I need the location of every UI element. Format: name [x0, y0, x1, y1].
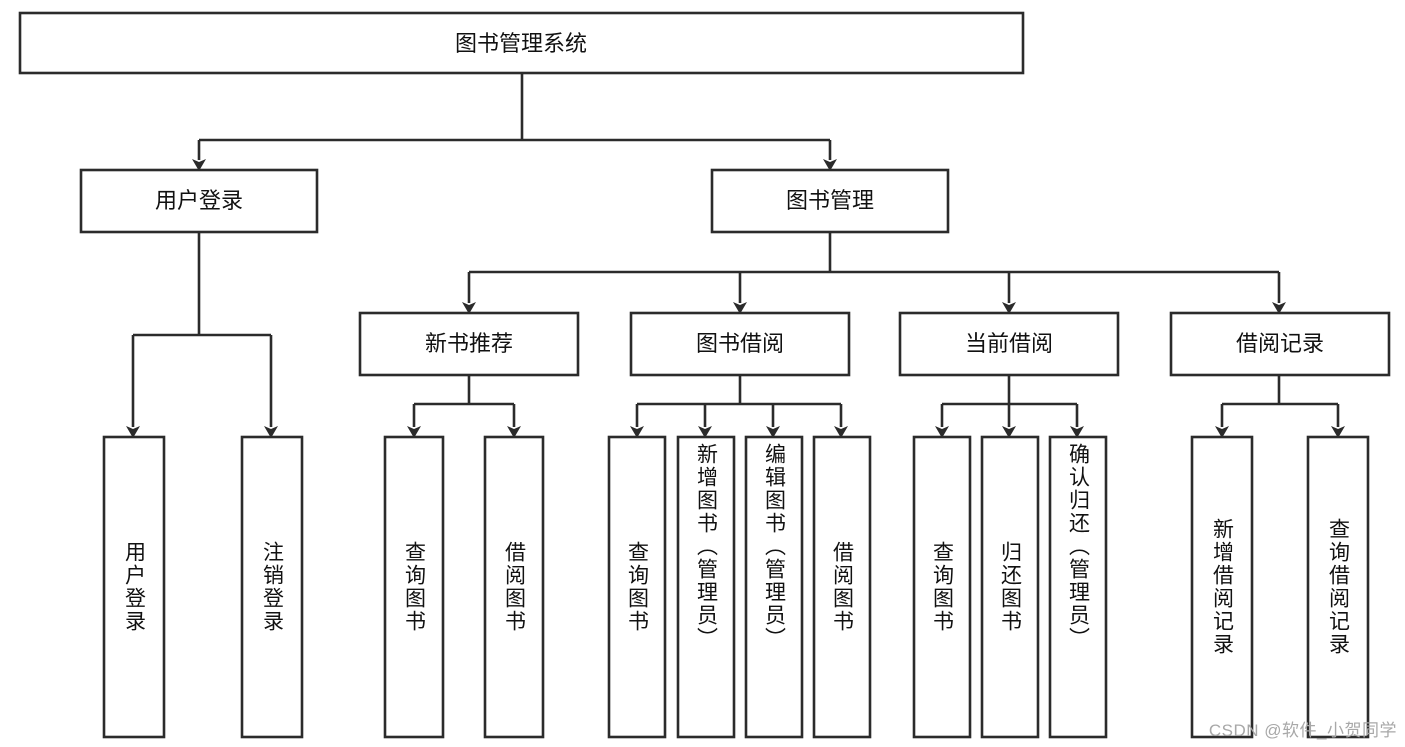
connector-user-login-to-leaves: [126, 232, 278, 438]
connector-borrow-record-to-leaves: [1215, 375, 1345, 438]
node-user-login[interactable]: 用户登录: [79, 168, 319, 234]
node-book-borrow[interactable]: 图书借阅: [629, 311, 851, 377]
node-borrow-record-label: 借阅记录: [1236, 331, 1324, 356]
connector-current-borrow-to-leaves: [935, 375, 1084, 438]
node-book-manage[interactable]: 图书管理: [710, 168, 950, 234]
node-new-book-recommend[interactable]: 新书推荐: [358, 311, 580, 377]
leaf-query-book-3[interactable]: [912, 435, 972, 739]
connector-book-borrow-to-leaves: [630, 375, 848, 438]
watermark-text: CSDN @软件_小贺同学: [1208, 721, 1397, 740]
connector-book-manage-to-level3: [462, 232, 1286, 314]
leaf-confirm-return[interactable]: [1048, 435, 1108, 739]
leaf-return-book[interactable]: [980, 435, 1040, 739]
leaf-borrow-book-2[interactable]: [812, 435, 872, 739]
node-book-borrow-label: 图书借阅: [696, 331, 784, 356]
node-borrow-record[interactable]: 借阅记录: [1169, 311, 1391, 377]
leaf-borrow-book-1[interactable]: [483, 435, 545, 739]
leaf-query-book-2[interactable]: [607, 435, 667, 739]
node-current-borrow-label: 当前借阅: [965, 331, 1053, 356]
node-user-login-label: 用户登录: [155, 188, 243, 213]
leaf-add-book[interactable]: [676, 435, 736, 739]
node-new-book-recommend-label: 新书推荐: [425, 331, 513, 356]
node-root-label: 图书管理系统: [455, 31, 587, 56]
leaf-query-book-1[interactable]: [383, 435, 445, 739]
connector-new-book-recommend-to-leaves: [407, 375, 521, 438]
node-root[interactable]: 图书管理系统: [18, 11, 1025, 75]
connector-root-to-level2: [192, 73, 837, 171]
leaf-add-record[interactable]: [1190, 435, 1254, 739]
leaf-edit-book[interactable]: [744, 435, 804, 739]
leaf-logout-login[interactable]: [240, 435, 304, 739]
leaf-query-record[interactable]: [1306, 435, 1370, 739]
leaf-user-login[interactable]: [102, 435, 166, 739]
node-current-borrow[interactable]: 当前借阅: [898, 311, 1120, 377]
node-book-manage-label: 图书管理: [786, 188, 874, 213]
